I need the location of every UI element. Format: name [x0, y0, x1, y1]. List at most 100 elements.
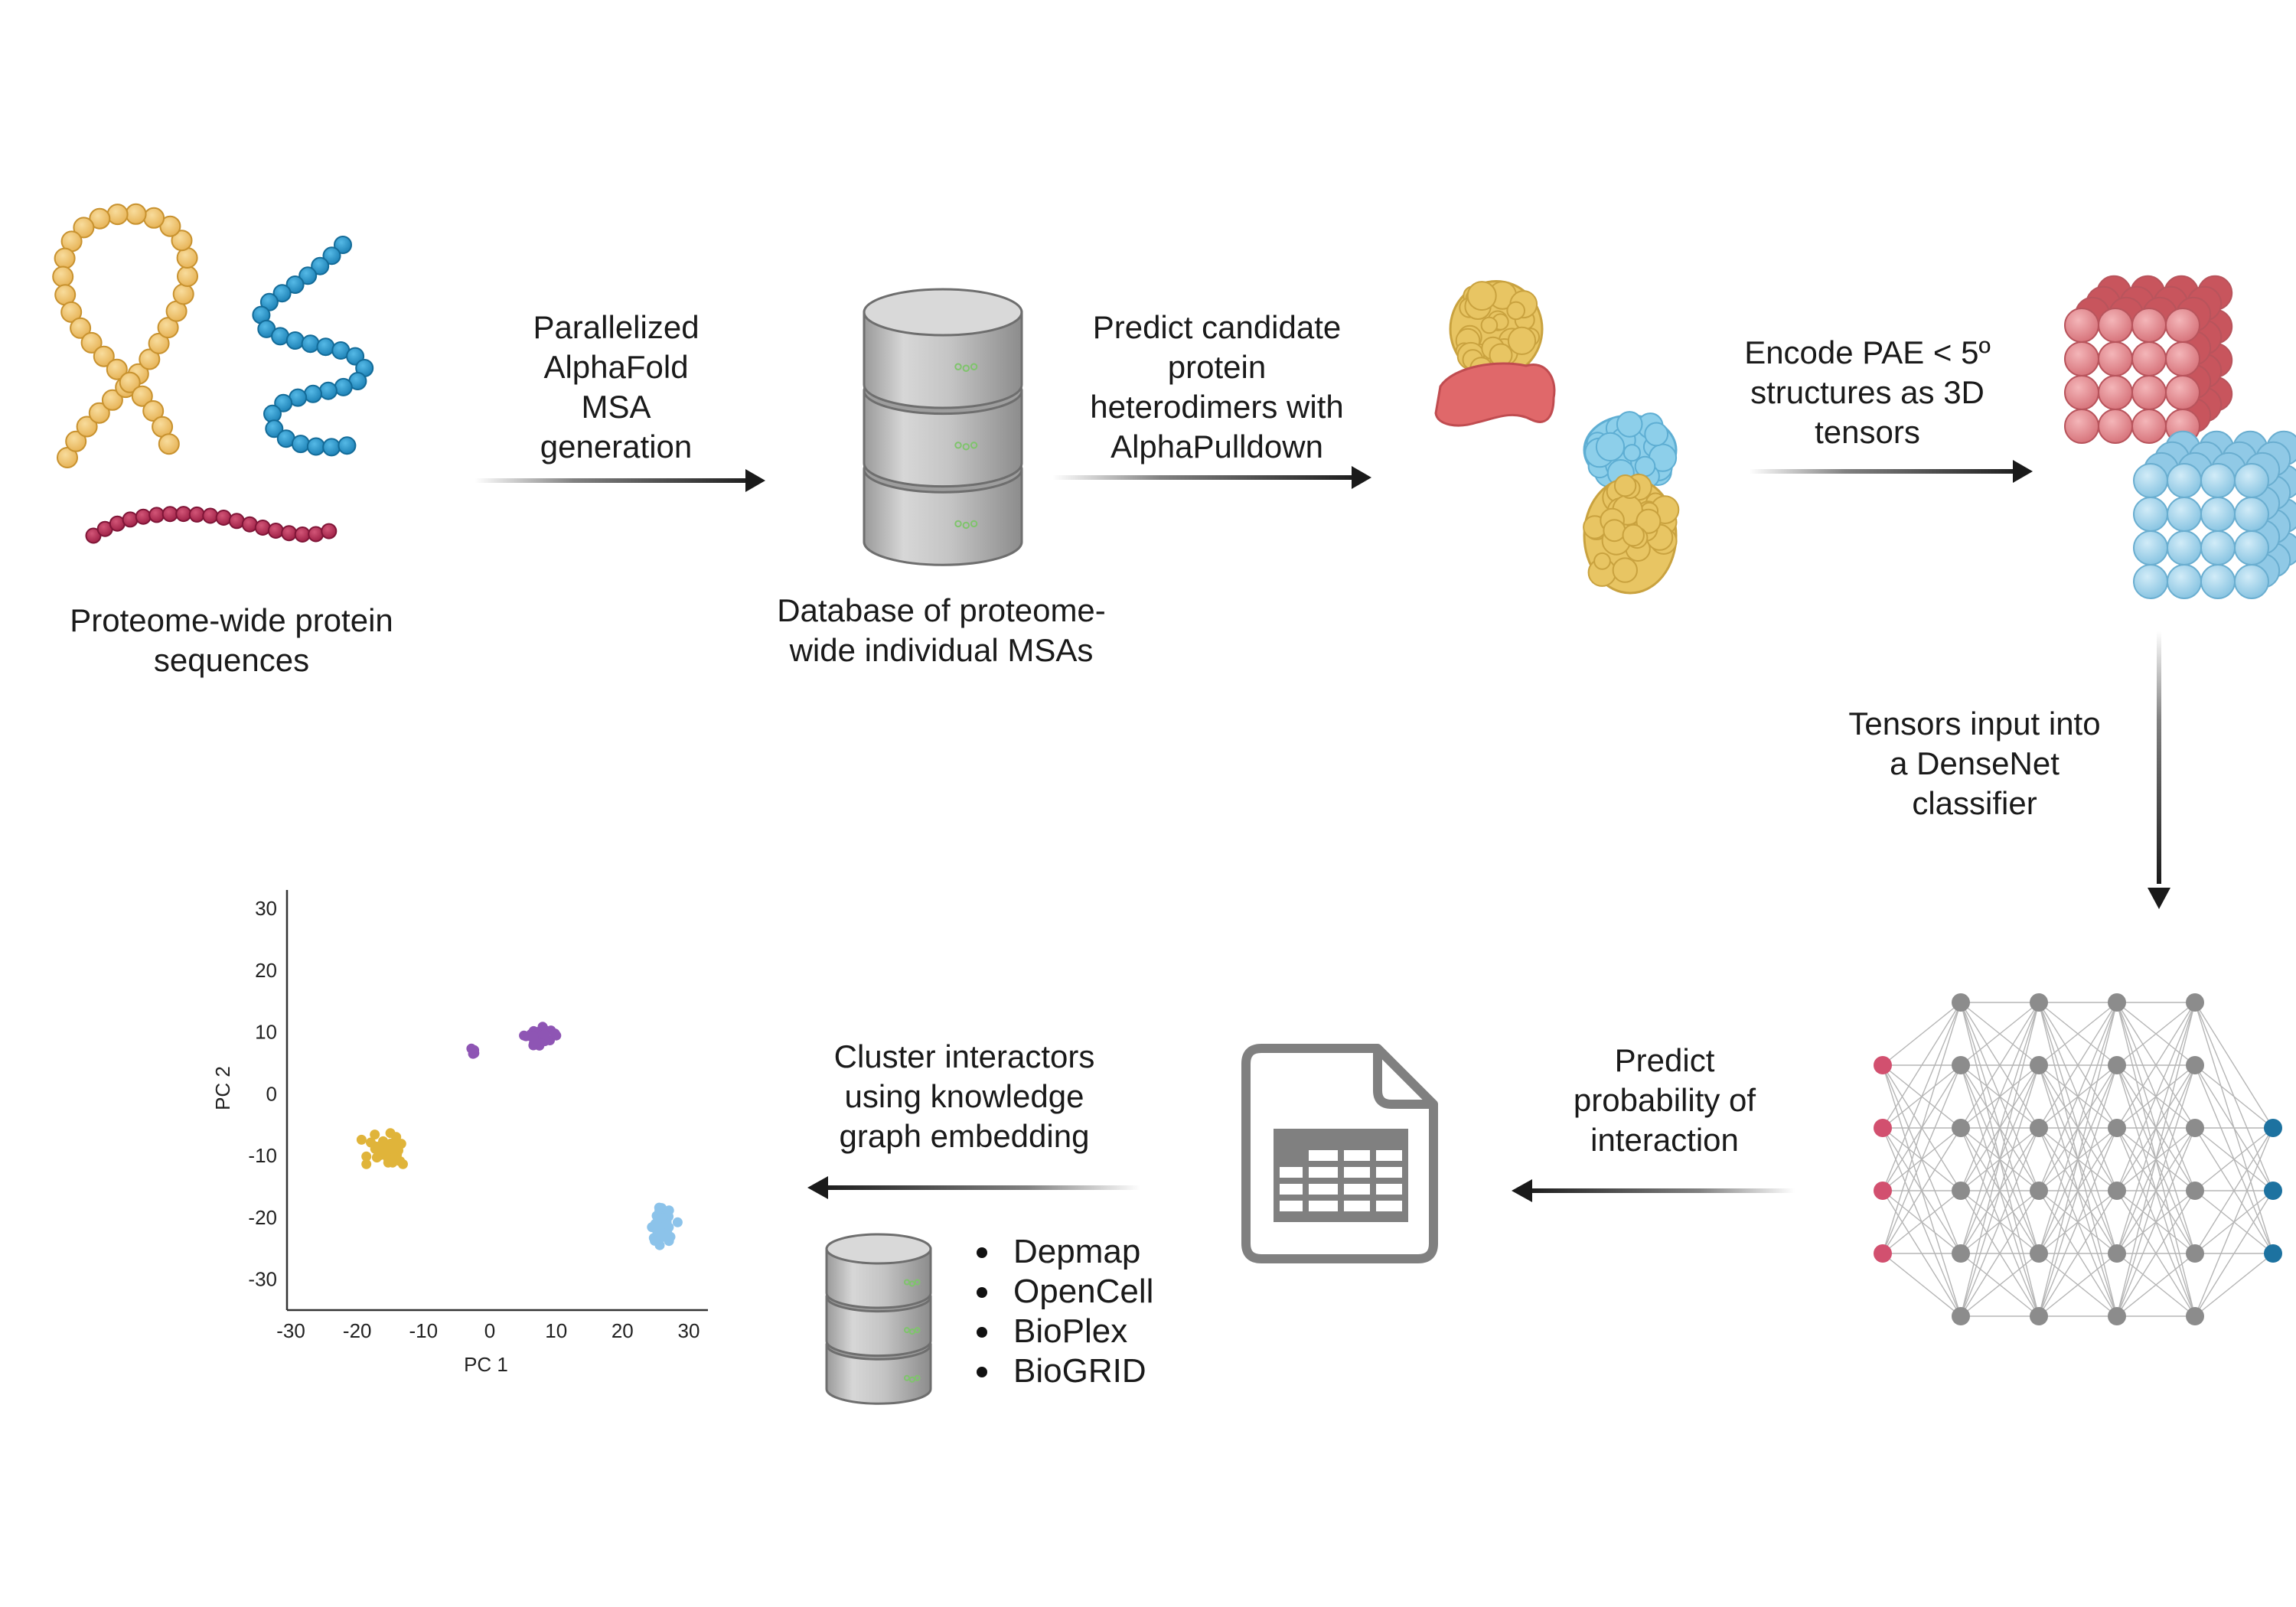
tensor-sphere — [2064, 375, 2099, 410]
sequence-bead — [135, 508, 152, 525]
network-node — [1874, 1244, 1892, 1263]
sequence-bead — [202, 507, 219, 524]
arrow-to-clusters — [807, 1176, 1140, 1199]
structure-lobe — [1634, 455, 1656, 478]
msa-line-4: generation — [540, 429, 693, 464]
tensor-sphere — [2133, 497, 2168, 532]
tensor-sphere — [2098, 308, 2133, 343]
tensor-sphere — [2234, 530, 2269, 566]
msa-line-2: AlphaFold — [543, 349, 689, 385]
arrow-to-dimers — [1052, 466, 1371, 489]
tensor-sphere — [2167, 463, 2202, 498]
tensor-sphere — [2131, 375, 2167, 410]
sequence-bead — [311, 256, 330, 275]
sequence-bead — [304, 384, 322, 403]
sequences-label: Proteome-wide protein sequences — [31, 601, 432, 680]
tensor-sphere — [2098, 375, 2133, 410]
network-edge — [2116, 1127, 2196, 1317]
crimson-sequence-chain — [85, 506, 338, 544]
network-edge — [1882, 1064, 1962, 1254]
sequence-bead — [294, 526, 311, 543]
database-line-2: wide individual MSAs — [789, 632, 1094, 668]
cluster-label: Cluster interactors using knowledge grap… — [796, 1037, 1133, 1156]
tensor-sphere — [2098, 409, 2133, 444]
scatter-point — [656, 1213, 667, 1223]
tensor-sphere — [2133, 530, 2168, 566]
scatter-point — [356, 1134, 367, 1145]
scatter-point — [385, 1128, 396, 1139]
y-tick-label: 10 — [255, 1021, 277, 1044]
sequence-bead — [291, 435, 310, 454]
tensor-sphere — [2131, 409, 2167, 444]
network-node — [2264, 1244, 2282, 1263]
y-tick-label: -20 — [248, 1206, 277, 1229]
network-node — [2186, 1307, 2204, 1325]
network-edge — [2038, 1002, 2118, 1254]
structure-lobe — [1593, 552, 1611, 570]
database-light — [970, 520, 978, 528]
database-line-1: Database of proteome- — [777, 592, 1106, 628]
network-node — [2264, 1119, 2282, 1137]
sequence-bead — [285, 331, 305, 350]
sequence-bead — [148, 332, 170, 354]
database-light — [908, 1328, 915, 1335]
tensor-sphere — [2133, 564, 2168, 599]
cluster-line-2: using knowledge — [844, 1078, 1084, 1114]
sequence-bead — [161, 506, 178, 523]
tensor-sphere — [2200, 530, 2236, 566]
network-node — [2186, 1056, 2204, 1074]
scatter-point — [378, 1138, 389, 1149]
heterodimer-structures-icon — [1434, 280, 1680, 595]
network-node — [2030, 1056, 2048, 1074]
x-tick-label: -30 — [276, 1319, 305, 1342]
network-node — [2264, 1182, 2282, 1200]
msa-generation-label: Parallelized AlphaFold MSA generation — [490, 308, 742, 467]
sequence-bead — [106, 204, 129, 226]
scatter-point — [519, 1030, 530, 1041]
tensor-sphere — [2064, 409, 2099, 444]
network-edge — [1960, 1002, 2040, 1317]
network-edge — [2116, 1064, 2196, 1317]
dimers-line-2: protein — [1167, 349, 1267, 385]
x-tick-label: 0 — [484, 1319, 495, 1342]
network-edge — [1960, 1002, 2040, 1129]
scatter-point — [370, 1129, 380, 1140]
msa-line-1: Parallelized — [533, 309, 700, 345]
sequence-bead — [215, 510, 232, 526]
sequence-bead — [70, 317, 92, 339]
database-light — [914, 1374, 921, 1381]
network-node — [1952, 1119, 1970, 1137]
sequence-bead — [188, 506, 205, 523]
y-tick-label: 20 — [255, 959, 277, 982]
tensor-sphere — [2234, 497, 2269, 532]
arrow-to-table — [1512, 1179, 1795, 1202]
tensor-sphere — [2133, 463, 2168, 498]
network-edge — [2038, 1190, 2118, 1317]
network-node — [2108, 1119, 2126, 1137]
structure-lobe — [1613, 474, 1637, 497]
scatter-point — [387, 1157, 398, 1168]
database-segment — [825, 1296, 932, 1358]
network-edge — [2116, 1253, 2196, 1317]
sequence-bead — [131, 385, 153, 407]
database-light — [914, 1327, 921, 1334]
sequence-bead — [228, 513, 245, 530]
sequence-bead — [148, 507, 165, 523]
network-edge — [2116, 1190, 2196, 1317]
sequence-bead — [241, 516, 258, 533]
sequences-line-1: Proteome-wide protein — [70, 602, 393, 638]
database-light — [962, 521, 970, 530]
sequence-bead — [322, 246, 341, 266]
densenet-line-3: classifier — [1912, 785, 2037, 821]
sequence-bead — [143, 207, 165, 229]
sequence-bead — [334, 377, 353, 396]
scatter-point — [528, 1031, 539, 1041]
network-edge — [2194, 1127, 2274, 1191]
tensor-sphere — [2200, 497, 2236, 532]
sequence-bead — [172, 283, 194, 305]
sequence-bead — [263, 404, 282, 423]
network-edge — [1882, 1002, 1962, 1066]
y-tick-label: 0 — [266, 1082, 277, 1105]
